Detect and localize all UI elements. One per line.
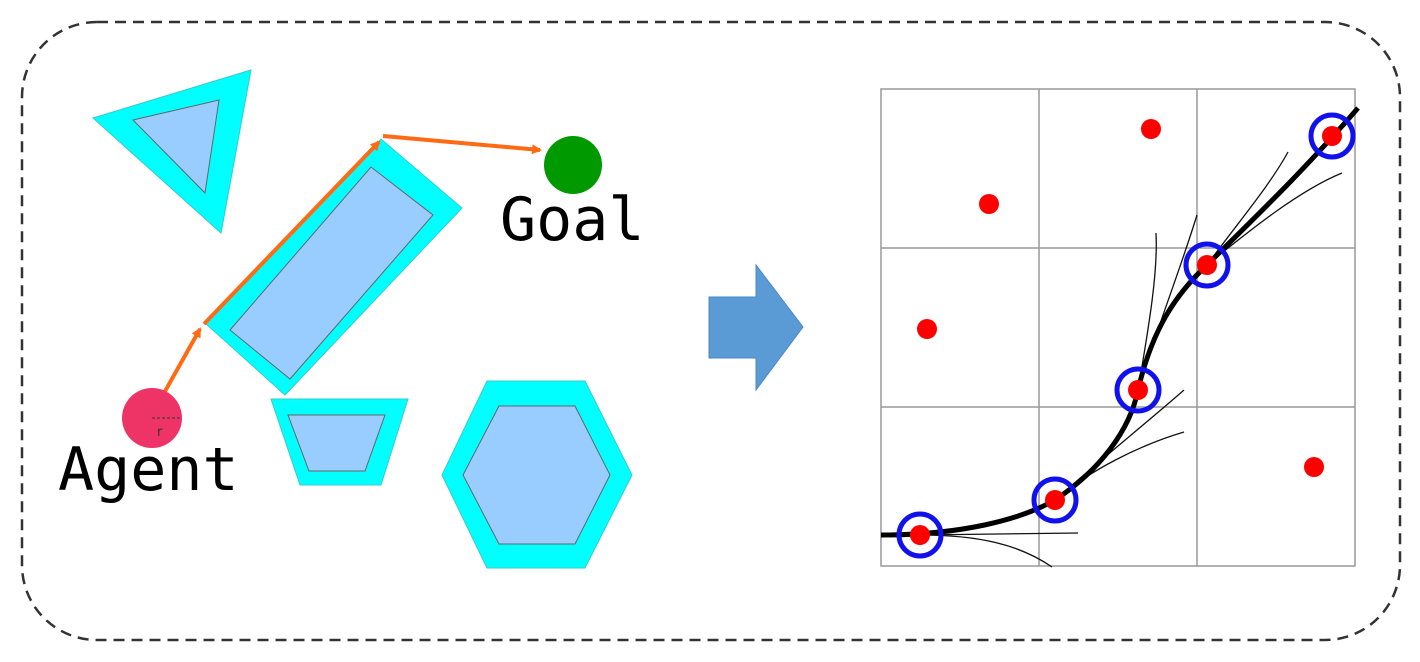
hexagon-obstacle xyxy=(441,380,633,569)
path-segment-2 xyxy=(202,140,381,326)
selected-points xyxy=(896,112,1356,559)
sampling-grid-panel xyxy=(880,88,1360,568)
triangle-obstacle xyxy=(92,69,252,234)
sample-point xyxy=(917,319,937,339)
grid xyxy=(880,88,1356,567)
right-arrow-icon xyxy=(708,263,804,392)
path-segment-3 xyxy=(382,134,542,155)
goal-circle xyxy=(544,136,602,194)
trajectory-curve xyxy=(880,106,1360,538)
selected-point xyxy=(1183,241,1231,289)
agent-radius-label: r xyxy=(157,425,163,440)
selected-point xyxy=(896,511,944,559)
obstacle-map: r Agent Goal xyxy=(58,69,645,569)
candidate-branches xyxy=(919,151,1343,568)
selected-point xyxy=(1308,112,1356,160)
selected-point xyxy=(1031,476,1079,524)
goal-label: Goal xyxy=(500,185,645,255)
agent: r xyxy=(122,388,182,448)
sample-point xyxy=(1304,457,1324,477)
sample-point xyxy=(979,194,999,214)
dashed-frame xyxy=(20,20,1402,642)
rectangle-obstacle xyxy=(204,138,463,396)
sample-points xyxy=(917,119,1324,477)
trapezoid-obstacle xyxy=(270,398,409,486)
agent-label: Agent xyxy=(58,435,239,505)
sample-point xyxy=(1141,119,1161,139)
selected-point xyxy=(1114,366,1162,414)
